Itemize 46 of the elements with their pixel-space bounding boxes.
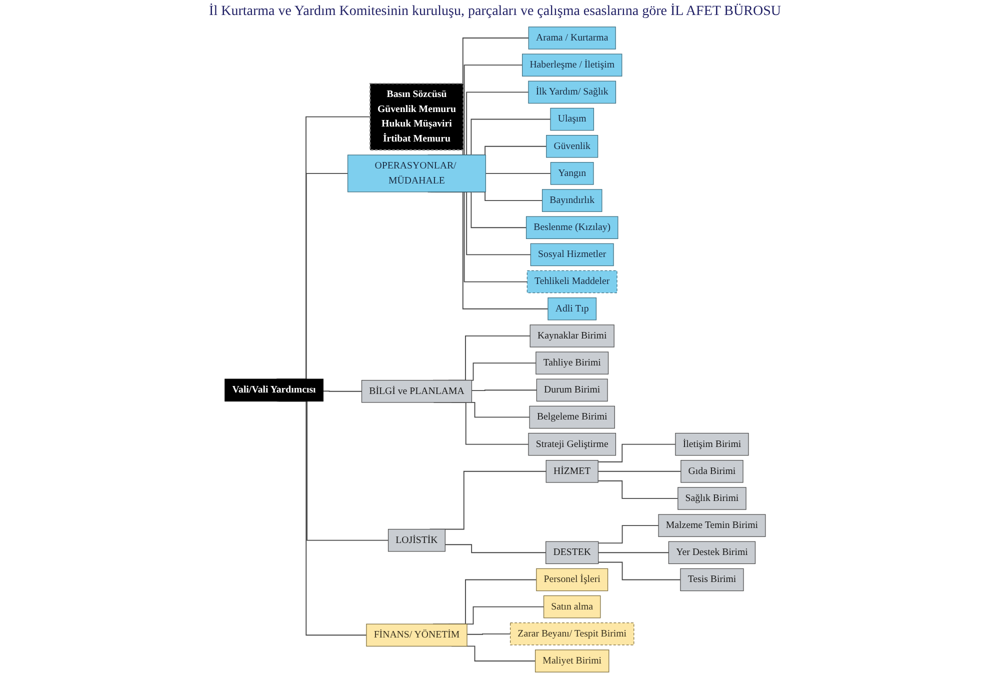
node-box: Tehlikeli Maddeler xyxy=(526,270,618,294)
node-box: Zarar Beyanı/ Tespit Birimi xyxy=(510,622,634,646)
connector xyxy=(322,390,362,392)
diagram-title: İl Kurtarma ve Yardım Komitesinin kuruluşu, parçaları ve çalışma esaslarına göre İL AFET BÜROSU xyxy=(208,4,782,20)
connector xyxy=(597,444,676,462)
connector xyxy=(597,470,682,472)
node-box: Strateji Geliştirme xyxy=(528,432,616,456)
node-box: Sosyal Hizmetler xyxy=(530,243,614,266)
node-box: Gıda Birimi xyxy=(680,460,744,483)
node-box: Kaynaklar Birimi xyxy=(530,324,614,348)
node-box: Vali/Vali Yardımcısı xyxy=(224,378,324,402)
node-box: BİLGİ ve PLANLAMA xyxy=(361,380,472,403)
node-box: İletişim Birimi xyxy=(674,432,749,456)
node-box: Sağlık Birimi xyxy=(677,487,746,510)
node-box: Malzeme Temin Birimi xyxy=(658,514,766,537)
node-box: Basın Sözcüsü Güvenlik Memuru Hukuk Müşaviri İrtibat Memuru xyxy=(369,82,464,151)
node-box: Personel İşleri xyxy=(536,568,608,592)
node-box: Arama / Kurtarma xyxy=(528,26,616,50)
node-box: Yer Destek Birimi xyxy=(668,541,756,564)
node-box: Satın alma xyxy=(543,595,601,618)
connector xyxy=(485,172,551,174)
node-box: Yangın xyxy=(550,162,594,185)
node-box: İlk Yardım/ Sağlık xyxy=(528,80,616,104)
node-box: Haberleşme / İletişim xyxy=(522,54,622,76)
node-box: Durum Birimi xyxy=(536,378,608,402)
node-box: DESTEK xyxy=(545,541,598,564)
node-box: Güvenlik xyxy=(546,134,598,158)
connector xyxy=(466,633,511,635)
node-box: HİZMET xyxy=(546,460,598,483)
node-box: Maliyet Birimi xyxy=(534,650,610,672)
node-box: Adli Tıp xyxy=(547,297,596,320)
node-box: Tahliye Birimi xyxy=(535,352,608,374)
connector xyxy=(597,480,678,499)
connector xyxy=(444,544,546,554)
node-box: Tesis Birimi xyxy=(680,568,744,592)
connector xyxy=(598,552,669,554)
node-box: Bayındırlık xyxy=(542,189,602,212)
node-box: OPERASYONLAR/ MÜDAHALE xyxy=(347,154,486,192)
node-box: Ulaşım xyxy=(550,108,594,131)
connector xyxy=(598,562,681,580)
node-box: FİNANS/ YÖNETİM xyxy=(366,624,468,647)
node-box: Belgeleme Birimi xyxy=(529,406,615,429)
connector xyxy=(598,525,659,544)
connector xyxy=(471,390,537,391)
node-box: LOJİSTİK xyxy=(388,528,446,552)
node-box: Beslenme (Kızılay) xyxy=(526,216,618,239)
